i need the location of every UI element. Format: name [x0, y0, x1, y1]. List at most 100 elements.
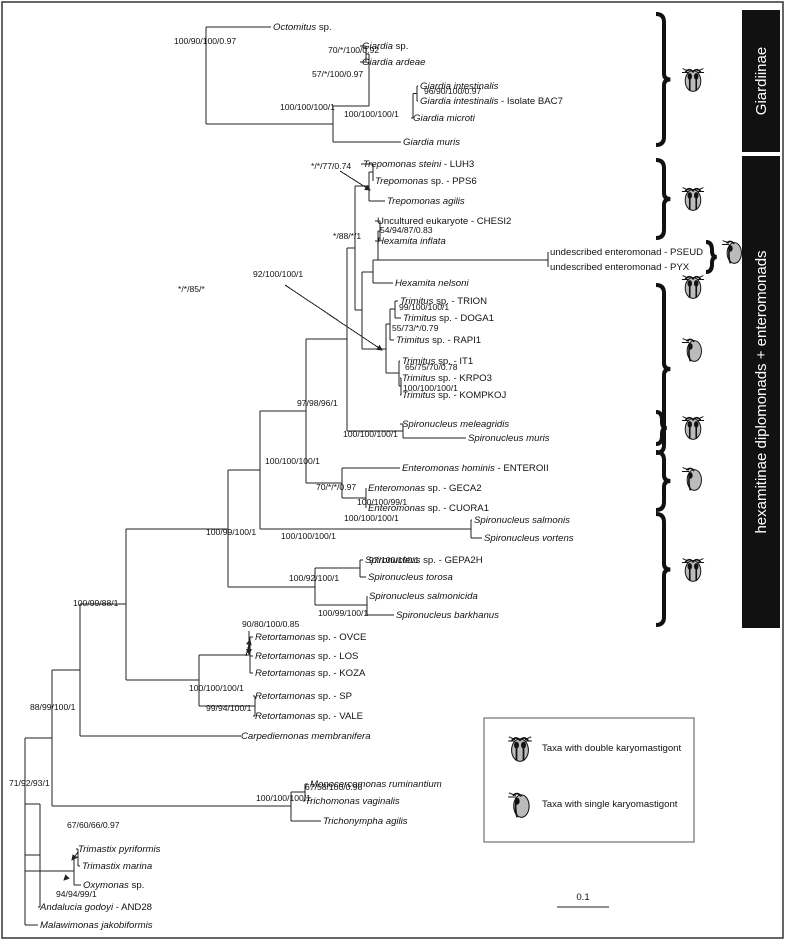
support-value: 100/100/100/1 — [281, 531, 336, 541]
taxon-label: Trimitus sp. - DOGA1 — [403, 313, 494, 324]
scale-bar-label: 0.1 — [576, 892, 589, 903]
support-value: 100/100/99/1 — [357, 497, 407, 507]
taxon-label: Trimitus sp. - TRION — [400, 296, 487, 307]
annotation-arrow — [339, 170, 371, 191]
support-value: 71/92/93/1 — [9, 778, 50, 788]
hexamitinae-label-box — [742, 156, 780, 628]
taxon-label: Retortamonas sp. - KOZA — [255, 668, 366, 679]
double-karyomastigont-icon — [681, 415, 705, 441]
taxon-label: Spironucleus muris — [468, 433, 550, 444]
support-value: 100/99/88/1 — [73, 598, 119, 608]
support-value: 97/100/100/1 — [369, 555, 419, 565]
double-karyomastigont-icon — [681, 186, 705, 212]
taxon-label: Spironucleus vortens — [484, 533, 574, 544]
taxon-label: Spironucleus barkhanus — [396, 610, 499, 621]
taxon-label: Spironucleus torosa — [368, 572, 453, 583]
support-value: */*/85/* — [178, 284, 205, 294]
clade-brace — [655, 410, 667, 446]
taxon-label: Carpediemonas membranifera — [241, 731, 371, 742]
taxon-label: Hexamita inflata — [377, 236, 446, 247]
taxon-label: Trimastix marina — [82, 861, 152, 872]
clade-brace — [655, 283, 671, 455]
support-value: 99/100/100/1 — [399, 302, 449, 312]
support-value: 65/75/70/0.78 — [405, 362, 458, 372]
support-value: 100/100/100/1 — [280, 102, 335, 112]
support-value: 100/92/100/1 — [289, 573, 339, 583]
taxon-label: Trimitus sp. - KRPO3 — [402, 373, 492, 384]
support-value: 67/60/66/0.97 — [67, 820, 120, 830]
support-value: */88/*/1 — [333, 231, 361, 241]
taxon-label: Oxymonas sp. — [83, 880, 144, 891]
taxon-label: undescribed enteromonad - PSEUD — [550, 247, 703, 258]
taxon-label: Giardia muris — [403, 137, 460, 148]
support-value: 100/100/100/1 — [256, 793, 311, 803]
taxon-label: undescribed enteromonad - PYX — [550, 262, 690, 273]
support-value: */*/77/0.74 — [311, 161, 351, 171]
taxon-label: Giardia microti — [413, 113, 476, 124]
taxon-label: Retortamonas sp. - VALE — [255, 711, 363, 722]
support-value: 57/*/100/0.97 — [312, 69, 363, 79]
single-karyomastigont-icon — [681, 466, 703, 492]
support-value: 90/80/100/0.85 — [242, 619, 300, 629]
taxon-label: Retortamonas sp. - OVCE — [255, 632, 366, 643]
hexamitinae-label: hexamitinae diplomonads + enteromonads — [753, 250, 770, 533]
clade-brace — [705, 240, 717, 274]
annotation-arrow — [284, 284, 383, 351]
taxon-label: Spironucleus salmonis — [474, 515, 570, 526]
taxon-label: Giardia sp. — [362, 41, 408, 52]
support-value: 100/90/100/0.97 — [174, 36, 236, 46]
taxon-label: Enteromonas sp. - CUORA1 — [368, 503, 489, 514]
double-karyomastigont-icon — [681, 557, 705, 583]
support-value: 100/100/100/1 — [403, 383, 458, 393]
taxon-label: Monocercomonas ruminantium — [310, 779, 442, 790]
support-value: 67/58/100/0.98 — [305, 782, 363, 792]
taxon-label: Spironucleus meleagridis — [402, 419, 509, 430]
taxon-label: Retortamonas sp. - SP — [255, 691, 352, 702]
support-value: 70/*/*/0.97 — [316, 482, 356, 492]
clade-brace — [655, 12, 671, 147]
giardiinae-label: Giardiinae — [753, 47, 770, 115]
taxon-label: Octomitus sp. — [273, 22, 332, 33]
taxon-label: Enteromonas sp. - GECA2 — [368, 483, 482, 494]
support-value: 94/94/99/1 — [56, 889, 97, 899]
taxon-label: Trichonympha agilis — [323, 816, 408, 827]
taxon-label: Trimitus sp. - RAPI1 — [396, 335, 481, 346]
taxon-label: Giardia intestinalis - Isolate BAC7 — [420, 96, 563, 107]
single-karyomastigont-icon — [681, 337, 703, 363]
taxon-label: Trepomonas agilis — [387, 196, 465, 207]
support-value: 92/100/100/1 — [253, 269, 303, 279]
taxon-label: Andalucia godoyi - AND28 — [39, 902, 152, 913]
support-value: 54/94/87/0.83 — [380, 225, 433, 235]
taxon-label: Spironucleus sp. - GEPA2H — [365, 555, 483, 566]
taxon-label: Retortamonas sp. - LOS — [255, 651, 358, 662]
support-value: 70/*/100/0.92 — [328, 45, 379, 55]
annotation-arrow — [63, 874, 70, 881]
double-karyomastigont-icon — [507, 735, 533, 763]
taxon-label: Enteromonas hominis - ENTEROII — [402, 463, 549, 474]
legend-box — [483, 717, 695, 843]
taxon-label: Giardia ardeae — [362, 57, 425, 68]
taxon-label: Malawimonas jakobiformis — [40, 920, 153, 931]
taxon-label: Trimitus sp. - KOMPKOJ — [402, 390, 507, 401]
taxon-label: Giardia intestinalis — [420, 81, 499, 92]
support-value: 88/99/100/1 — [30, 702, 76, 712]
taxon-label: Spironucleus salmonicida — [369, 591, 478, 602]
annotation-arrow — [71, 851, 79, 861]
taxon-label: Hexamita nelsoni — [395, 278, 469, 289]
support-value: 100/100/100/1 — [265, 456, 320, 466]
clade-braces — [655, 12, 717, 627]
clade-brace — [655, 158, 671, 240]
double-karyomastigont-icon — [681, 67, 705, 93]
clade-brace — [655, 512, 671, 627]
support-value: 100/100/100/1 — [189, 683, 244, 693]
taxon-label: Trepomonas sp. - PPS6 — [375, 176, 477, 187]
taxon-label: Trichomonas vaginalis — [305, 796, 400, 807]
support-value: 99/94/100/1 — [206, 703, 252, 713]
support-value: 100/99/100/1 — [318, 608, 368, 618]
support-value: 96/90/100/0.97 — [424, 86, 482, 96]
support-value: 100/100/100/1 — [344, 109, 399, 119]
support-value: 55/73/*/0.79 — [392, 323, 439, 333]
